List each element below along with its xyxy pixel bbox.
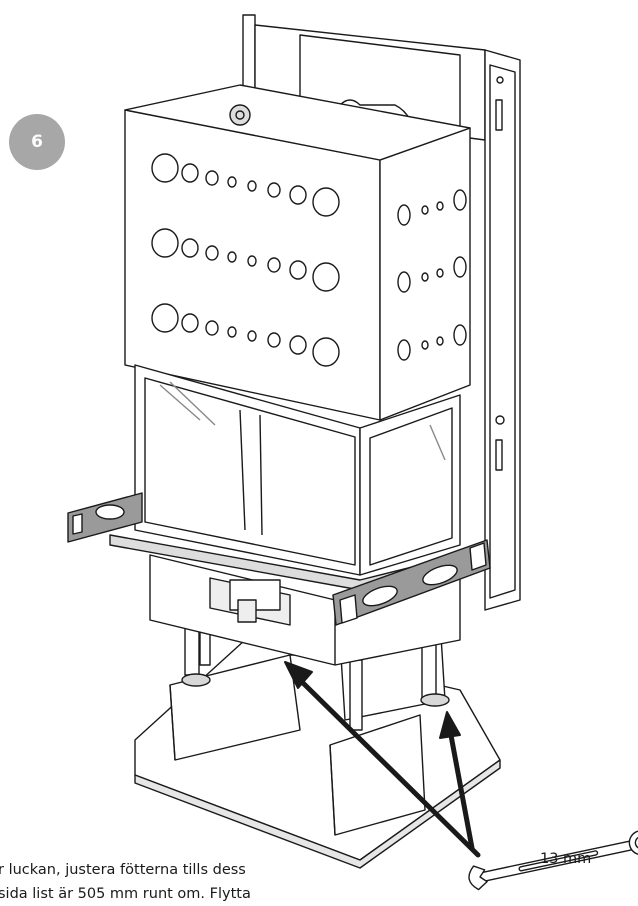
wrench-size-label: 13 mm: [540, 851, 592, 867]
instruction-text: r luckan, justera fötterna tills dess si…: [0, 858, 378, 906]
spirit-level-left: [67, 492, 143, 543]
spirit-level-right: [332, 539, 491, 626]
adjustment-mechanism: [229, 579, 281, 623]
instruction-line-1: r luckan, justera fötterna tills dess: [0, 862, 246, 878]
arrows: [284, 661, 481, 858]
step-number-badge: 6: [9, 114, 65, 170]
arrow-left: [297, 677, 481, 858]
top-box: [124, 84, 471, 421]
vent-holes: [151, 153, 467, 367]
wrench-icon: [468, 829, 638, 891]
firebox: [109, 364, 461, 591]
instruction-line-2: sida list är 505 mm runt om. Flytta: [0, 886, 251, 902]
arrow-right: [447, 727, 475, 851]
rear-frame: [242, 14, 521, 611]
